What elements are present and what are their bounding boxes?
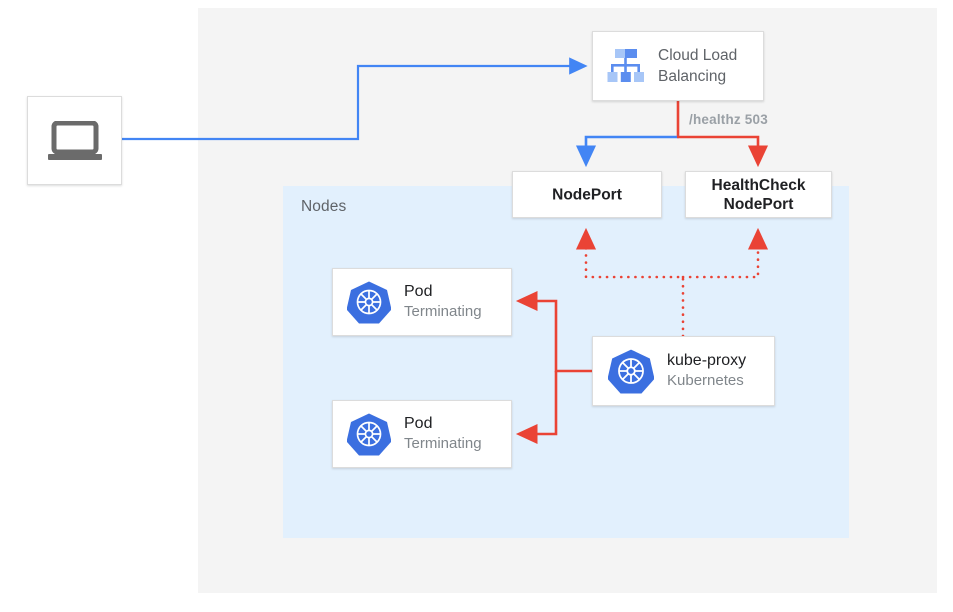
- healthcheck-label-line1: HealthCheck: [711, 176, 806, 194]
- cloud-load-balancing-icon: [607, 49, 644, 82]
- pod-node-2-title: Pod: [404, 415, 433, 432]
- client-node[interactable]: [27, 96, 122, 185]
- healthz-edge-label: /healthz 503: [689, 112, 768, 127]
- pod-node-1-text: Pod Terminating: [404, 282, 482, 322]
- kubernetes-icon: [608, 349, 654, 394]
- healthcheck-nodeport-node[interactable]: HealthCheck NodePort: [685, 171, 832, 218]
- nodeport-label: NodePort: [552, 186, 622, 203]
- healthcheck-nodeport-label: HealthCheck NodePort: [686, 176, 831, 214]
- clb-label-line2: Balancing: [658, 68, 727, 85]
- pod-node-1[interactable]: Pod Terminating: [332, 268, 512, 336]
- cloud-load-balancing-node[interactable]: Cloud Load Balancing: [592, 31, 764, 101]
- pod-node-1-title: Pod: [404, 283, 433, 300]
- kube-proxy-text: kube-proxy Kubernetes: [667, 351, 746, 391]
- pod-node-2-status: Terminating: [404, 435, 482, 452]
- pod-node-2-text: Pod Terminating: [404, 414, 482, 454]
- pod-node-1-status: Terminating: [404, 303, 482, 320]
- laptop-icon: [47, 120, 102, 160]
- pod-node-2[interactable]: Pod Terminating: [332, 400, 512, 468]
- healthcheck-label-line2: NodePort: [723, 195, 794, 213]
- kube-proxy-subtitle: Kubernetes: [667, 372, 744, 389]
- kubernetes-icon: [347, 281, 391, 324]
- kube-proxy-node[interactable]: kube-proxy Kubernetes: [592, 336, 775, 406]
- nodes-panel-label: Nodes: [301, 198, 347, 215]
- cloud-load-balancing-label: Cloud Load Balancing: [658, 45, 737, 87]
- clb-label-line1: Cloud Load: [658, 47, 738, 64]
- kube-proxy-title: kube-proxy: [667, 352, 747, 369]
- kubernetes-icon: [347, 413, 391, 456]
- nodeport-node[interactable]: NodePort: [512, 171, 662, 218]
